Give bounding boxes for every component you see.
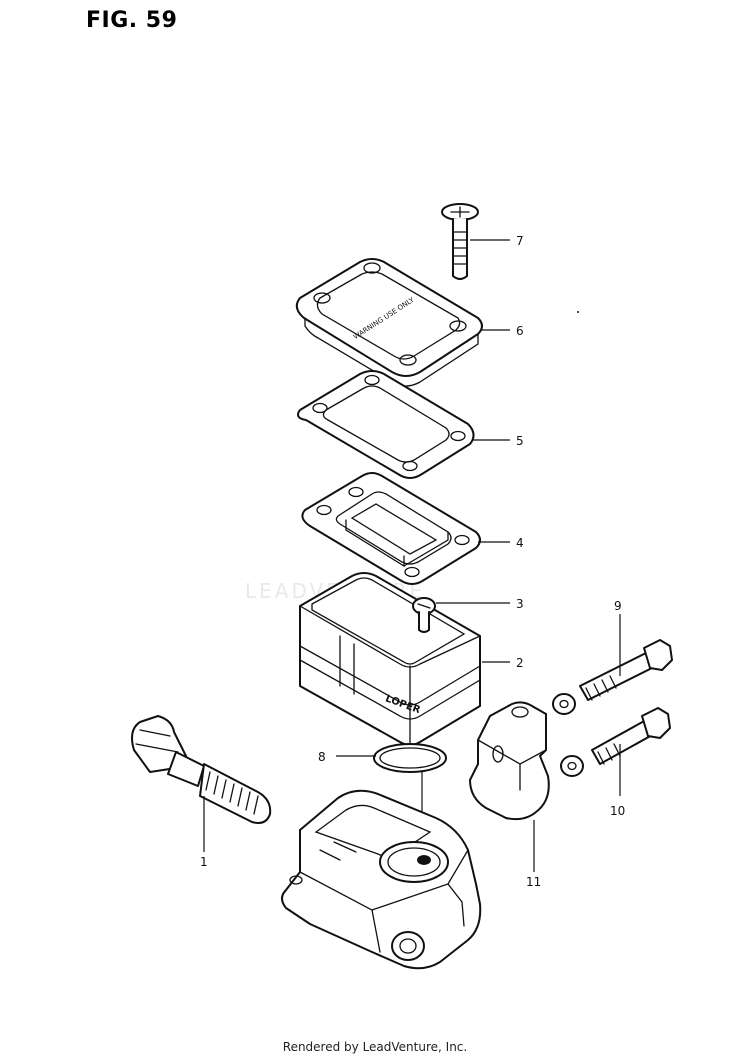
part-bleeder-screw bbox=[412, 597, 436, 633]
part-o-ring bbox=[373, 743, 447, 773]
callout-5: 5 bbox=[516, 434, 524, 448]
part-clamp bbox=[469, 701, 550, 821]
callout-10: 10 bbox=[610, 804, 625, 818]
part-piston-assembly bbox=[131, 715, 272, 824]
callout-8: 8 bbox=[318, 750, 326, 764]
part-bolt-upper bbox=[552, 639, 673, 715]
part-diaphragm bbox=[301, 472, 481, 585]
part-bolt-lower bbox=[560, 707, 671, 777]
master-cylinder-body bbox=[281, 789, 482, 970]
callout-6: 6 bbox=[516, 324, 524, 338]
callout-4: 4 bbox=[516, 536, 524, 550]
callout-7: 7 bbox=[516, 234, 524, 248]
figure-title: FIG. 59 bbox=[86, 8, 178, 33]
callout-2: 2 bbox=[516, 656, 524, 670]
callout-11: 11 bbox=[526, 875, 541, 889]
part-screw bbox=[441, 203, 479, 280]
callout-3: 3 bbox=[516, 597, 524, 611]
callout-1: 1 bbox=[200, 855, 208, 869]
part-reservoir-body: LOPER bbox=[299, 572, 481, 746]
footer-credit: Rendered by LeadVenture, Inc. bbox=[282, 1040, 468, 1054]
part-cap-gasket bbox=[297, 370, 475, 479]
callout-9: 9 bbox=[614, 599, 622, 613]
